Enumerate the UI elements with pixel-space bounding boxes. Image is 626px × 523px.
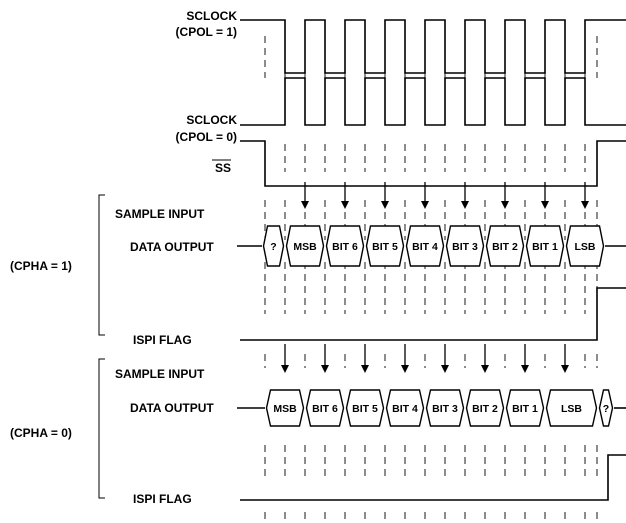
sample-arrow-head [481, 365, 489, 373]
sclock-cpol0-label: SCLOCK [186, 113, 237, 127]
bus-cell-label: BIT 2 [472, 403, 498, 415]
bus-cell [262, 225, 285, 267]
cpha0-sample-arrows [281, 344, 569, 373]
sclock-cpol1-label: SCLOCK [186, 9, 237, 23]
cpha1-bracket [98, 194, 105, 336]
cpha1-label: (CPHA = 1) [10, 259, 72, 273]
sample-arrow-head [561, 365, 569, 373]
bus-cell [545, 389, 598, 427]
bus-cell-label: MSB [293, 241, 317, 253]
cpha0-label: (CPHA = 0) [10, 426, 72, 440]
ss-label: SS [215, 161, 231, 175]
bus-cell-label: MSB [273, 403, 297, 415]
sclock-cpol0-waveform [240, 77, 626, 126]
sample-arrow-head [401, 365, 409, 373]
bus-cell-label: BIT 6 [312, 403, 338, 415]
cpha0-sample-input-label: SAMPLE INPUT [115, 367, 205, 381]
sample-arrow-head [381, 201, 389, 209]
bus-cell [565, 225, 605, 267]
cpha0-ispi-flag-label: ISPI FLAG [133, 492, 192, 506]
sample-arrow-head [461, 201, 469, 209]
cpha1-data-bus: ? MSB BIT 6 BIT 5 BIT 4 BIT 3 BIT 2 BIT 1 LSB [237, 225, 626, 267]
bus-cell [365, 225, 405, 267]
bus-cell [305, 389, 345, 427]
cpha1-ispi-flag-label: ISPI FLAG [133, 333, 192, 347]
cpha0-ispi-flag-waveform [240, 454, 626, 501]
bus-cell-label: BIT 1 [512, 403, 538, 415]
cpha0-data-output-label: DATA OUTPUT [130, 401, 214, 415]
bus-cell-label: BIT 6 [332, 241, 358, 253]
bus-cell [285, 225, 325, 267]
bus-cell-label: ? [270, 241, 276, 253]
sclock-cpol0-sublabel: (CPOL = 0) [176, 130, 237, 144]
cpha1-data-output-label: DATA OUTPUT [130, 240, 214, 254]
sclock-cpol1-waveform [240, 19, 626, 74]
cpha1-ispi-flag-waveform [240, 287, 626, 341]
ss-waveform [240, 140, 626, 187]
bus-cell [598, 389, 614, 427]
cpha1-sample-input-label: SAMPLE INPUT [115, 207, 205, 221]
bus-cell [525, 225, 565, 267]
bus-cell-label: LSB [561, 403, 582, 415]
bus-cell [485, 225, 525, 267]
bus-cell-label: BIT 3 [452, 241, 478, 253]
cpha0-bracket [98, 358, 105, 499]
bus-cell [385, 389, 425, 427]
sample-arrow-head [581, 201, 589, 209]
bus-cell [445, 225, 485, 267]
sclock-cpol1-sublabel: (CPOL = 1) [176, 25, 237, 39]
bus-cell [425, 389, 465, 427]
sample-arrow-head [501, 201, 509, 209]
sample-arrow-head [361, 365, 369, 373]
bus-cell-label: ? [603, 403, 609, 415]
bus-cell [265, 389, 305, 427]
bus-cell [325, 225, 365, 267]
sample-arrow-head [441, 365, 449, 373]
sample-arrow-head [321, 365, 329, 373]
bus-cell-label: BIT 1 [532, 241, 558, 253]
bus-cell [465, 389, 505, 427]
bus-cell [505, 389, 545, 427]
sample-arrow-head [301, 201, 309, 209]
bus-cell-label: LSB [575, 241, 596, 253]
timing-gridlines [264, 36, 598, 523]
sample-arrow-head [521, 365, 529, 373]
bus-cell [345, 389, 385, 427]
bus-cell-label: BIT 3 [432, 403, 458, 415]
cpha1-sample-arrows [301, 182, 589, 209]
sample-arrow-head [341, 201, 349, 209]
bus-cell-label: BIT 4 [412, 241, 438, 253]
bus-cell-label: BIT 5 [372, 241, 398, 253]
bus-cell [405, 225, 445, 267]
sample-arrow-head [421, 201, 429, 209]
bus-cell-label: BIT 5 [352, 403, 378, 415]
bus-cell-label: BIT 2 [492, 241, 518, 253]
bus-cell-label: BIT 4 [392, 403, 418, 415]
cpha0-data-bus: MSB BIT 6 BIT 5 BIT 4 BIT 3 BIT 2 BIT 1 LSB? [237, 389, 626, 427]
sample-arrow-head [281, 365, 289, 373]
sample-arrow-head [541, 201, 549, 209]
